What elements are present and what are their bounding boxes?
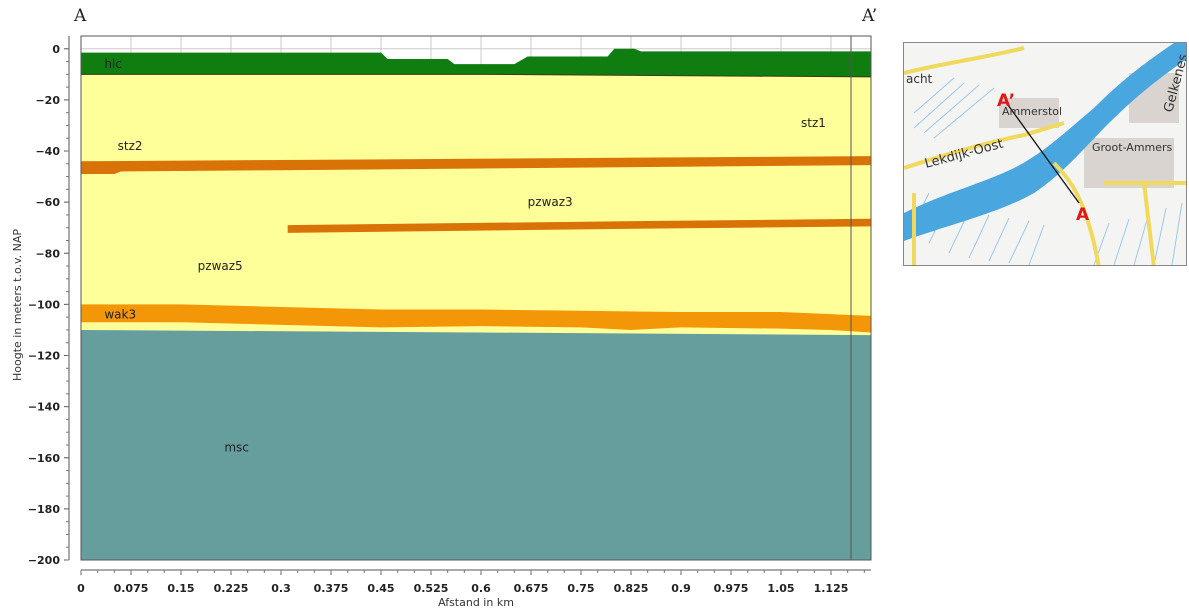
x-tick-label: 0.525 [414,582,449,595]
layer-label-pzwaz3: pzwaz3 [528,195,573,209]
map-svg: acht Ammerstol Lekdijk-Oost Groot-Ammers… [904,43,1186,265]
layer-msc [81,329,871,560]
y-tick-label: 0 [52,43,60,56]
section-end-label: A’ [862,6,878,26]
x-tick-label: 0.9 [671,582,691,595]
y-tick-label: −200 [28,554,61,567]
roads [904,46,1186,265]
y-tick-label: −100 [28,298,61,311]
x-tick-label: 0.225 [214,582,249,595]
layer-contact-line [81,73,872,78]
plot-frame [80,35,872,561]
x-tick-label: 0.45 [367,582,394,595]
x-tick-label: 0.825 [614,582,649,595]
layer-label-msc: msc [224,441,249,455]
map-label-acht: acht [906,72,933,86]
map-label-groot-ammers: Groot-Ammers [1092,141,1173,154]
location-map: acht Ammerstol Lekdijk-Oost Groot-Ammers… [903,42,1187,266]
x-tick-label: 1.125 [814,582,849,595]
layer-label-stz1: stz1 [801,116,826,130]
axes: 0 0.075 0.15 0.225 0.3 0.375 0.45 0.525 0.6 0.675… [28,36,871,595]
layer-sand [81,74,871,336]
section-line [1007,104,1080,204]
x-tick-label: 0.15 [167,582,194,595]
x-tick-label: 0.75 [567,582,594,595]
urban-area-groot-ammers [1084,138,1174,188]
map-label-ammerstol: Ammerstol [1002,105,1062,118]
x-tick-label: 0.075 [114,582,149,595]
layer-wak3 [81,304,871,333]
x-tick-label: 0.975 [714,582,749,595]
layer-label-hlc: hlc [104,57,122,71]
layer-label-stz2: stz2 [118,139,143,153]
y-tick-label: −80 [35,247,60,260]
y-tick-label: −120 [28,350,61,363]
layers [81,48,872,560]
chart-svg: hlc stz1 stz2 pzwaz3 pzwaz5 wak3 msc 0 0.075 0.1… [11,35,872,609]
x-tick-label: 1.05 [767,582,794,595]
river-lek [904,43,1186,241]
y-axis-label: Hoogte in meters t.o.v. NAP [11,229,24,381]
y-tick-label: −160 [28,452,61,465]
x-tick-label: 0.675 [514,582,549,595]
layer-label-pzwaz5: pzwaz5 [198,259,243,273]
layer-annotations: hlc stz1 stz2 pzwaz3 pzwaz5 wak3 msc [104,57,826,454]
layer-label-wak3: wak3 [104,308,136,322]
x-tick-label: 0.6 [471,582,491,595]
layer-pzwaz3-base [287,218,872,233]
cross-section-chart: A A’ hlc stz1 stz2 pzwaz3 pzwaz5 wak3 msc 0 0.0… [11,6,878,609]
x-tick-label: 0.3 [271,582,291,595]
section-start-label: A [74,6,87,26]
y-tick-label: −140 [28,401,61,414]
map-marker-a-prime: A’ [997,91,1015,111]
layer-stz2-base [81,156,871,175]
urban-area-ammerstol [999,98,1059,128]
y-tick-label: −60 [35,196,60,209]
y-tick-label: −180 [28,503,61,516]
x-axis-label: Afstand in km [438,596,514,609]
layer-hlc [81,48,871,77]
map-marker-a: A [1076,205,1090,225]
x-tick-label: 0 [77,582,85,595]
y-tick-label: −20 [35,94,60,107]
x-tick-label: 0.375 [314,582,349,595]
y-tick-label: −40 [35,145,60,158]
